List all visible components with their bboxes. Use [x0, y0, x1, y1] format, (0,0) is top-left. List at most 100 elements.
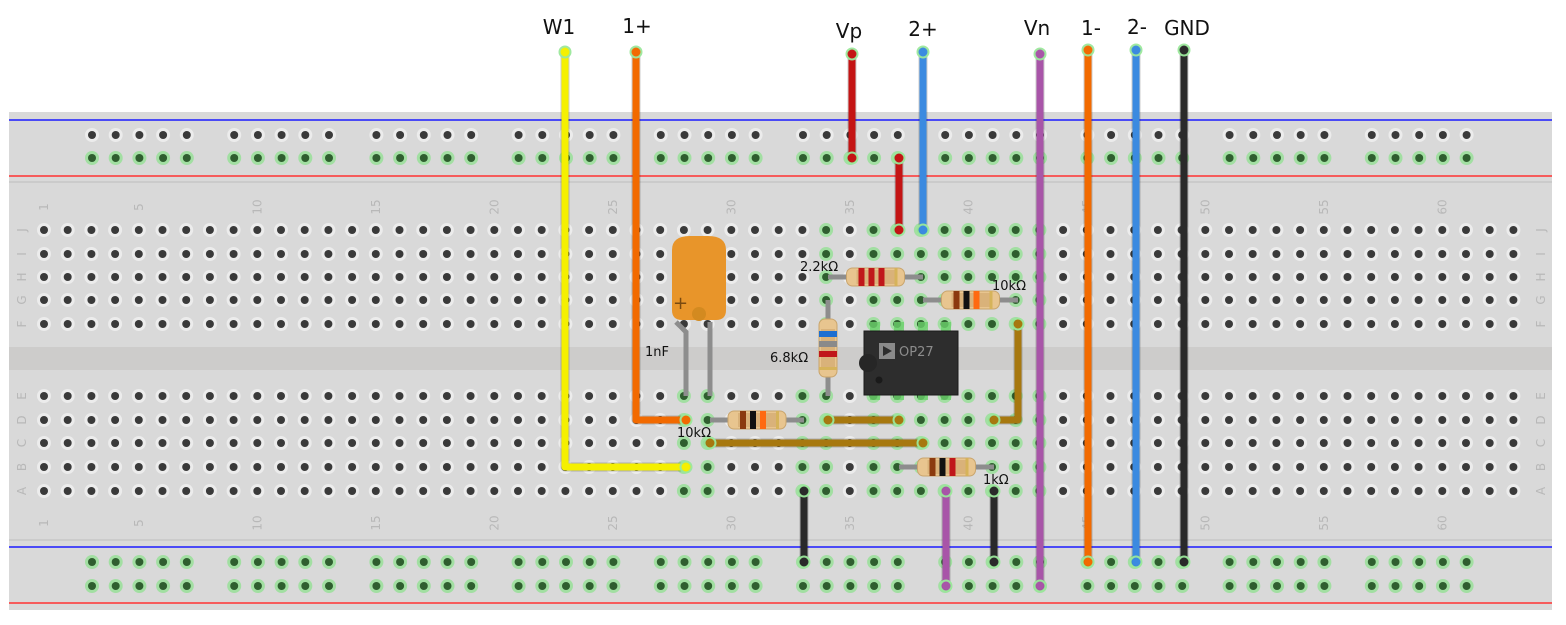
hole [205, 392, 214, 400]
hole [134, 487, 143, 495]
hole [1153, 463, 1162, 471]
rail-hole [325, 154, 333, 162]
rail-hole [846, 558, 855, 566]
hole [1106, 296, 1115, 304]
hole [1319, 439, 1328, 447]
hole [1462, 416, 1470, 424]
hole [1367, 416, 1376, 424]
rail-hole [1296, 558, 1305, 566]
rail-hole [538, 582, 547, 590]
hole [845, 392, 854, 400]
hole [442, 392, 451, 400]
hole [1272, 439, 1281, 447]
hole [1153, 439, 1162, 447]
hole [727, 250, 736, 258]
hole [63, 250, 72, 258]
rail-hole [751, 131, 760, 139]
hole [774, 463, 783, 471]
hole [656, 487, 665, 495]
hole [656, 296, 665, 304]
hole [1106, 392, 1115, 400]
hole [608, 250, 617, 258]
hole [1059, 320, 1068, 328]
rail-hole [230, 558, 239, 566]
hole [585, 392, 594, 400]
hole [537, 226, 546, 234]
rail-hole [1296, 154, 1305, 162]
wire-vp-end [845, 47, 859, 61]
hole [751, 273, 759, 281]
hole [1225, 416, 1233, 424]
hole [229, 463, 238, 471]
rail-hole [964, 154, 973, 162]
jumper-purple-end [939, 579, 953, 593]
hole [561, 487, 570, 495]
hole [1201, 439, 1210, 447]
hole [1296, 416, 1305, 424]
hole [608, 392, 617, 400]
hole [253, 320, 262, 328]
hole [916, 416, 925, 424]
column-number-bottom: 55 [1317, 515, 1331, 530]
hole [229, 320, 238, 328]
hole [751, 250, 759, 258]
hole [300, 416, 309, 424]
row-label-left: B [15, 463, 29, 471]
rail-hole [419, 558, 428, 566]
hole [419, 250, 428, 258]
rail-hole [88, 131, 96, 139]
hole [229, 392, 238, 400]
hole [490, 439, 499, 447]
hole [585, 296, 594, 304]
hole [300, 273, 309, 281]
hole [348, 487, 357, 495]
hole [395, 416, 404, 424]
hole [134, 392, 143, 400]
hole [40, 416, 48, 424]
resistor-r3-band [819, 331, 837, 337]
hole [419, 296, 428, 304]
hole [1296, 250, 1305, 258]
rail-hole [1107, 154, 1116, 162]
rail-hole [182, 582, 191, 590]
rail-hole [467, 131, 476, 139]
hole [87, 487, 96, 495]
hole [324, 487, 333, 495]
wire-2plus [916, 45, 930, 237]
jumper-black-2 [987, 484, 1001, 569]
rail-hole [253, 154, 262, 162]
hole [1106, 439, 1115, 447]
hole [1414, 487, 1423, 495]
resistor-r3-body [818, 318, 838, 378]
hole [466, 487, 475, 495]
wire-w1-core [561, 48, 690, 471]
hole [277, 250, 285, 258]
rail-hole [988, 131, 997, 139]
hole [63, 296, 72, 304]
hole [490, 463, 499, 471]
rail-hole [135, 131, 144, 139]
hole [253, 487, 262, 495]
hole [205, 416, 214, 424]
hole [1485, 463, 1494, 471]
column-number-top: 35 [843, 199, 857, 214]
hole [632, 487, 641, 495]
hole [395, 463, 404, 471]
column-number-top: 40 [961, 199, 975, 214]
hole [134, 296, 143, 304]
hole [1438, 487, 1447, 495]
chip-label: OP27 [899, 345, 934, 360]
rail-hole [870, 131, 879, 139]
rail-hole [372, 558, 381, 566]
hole [1462, 226, 1470, 234]
hole [774, 487, 783, 495]
rail-hole [135, 582, 144, 590]
hole [1272, 226, 1281, 234]
hole [1319, 226, 1328, 234]
hole [1485, 439, 1494, 447]
hole [490, 250, 499, 258]
hole [988, 439, 996, 447]
hole [87, 392, 96, 400]
hole [300, 320, 309, 328]
hole [893, 250, 902, 258]
